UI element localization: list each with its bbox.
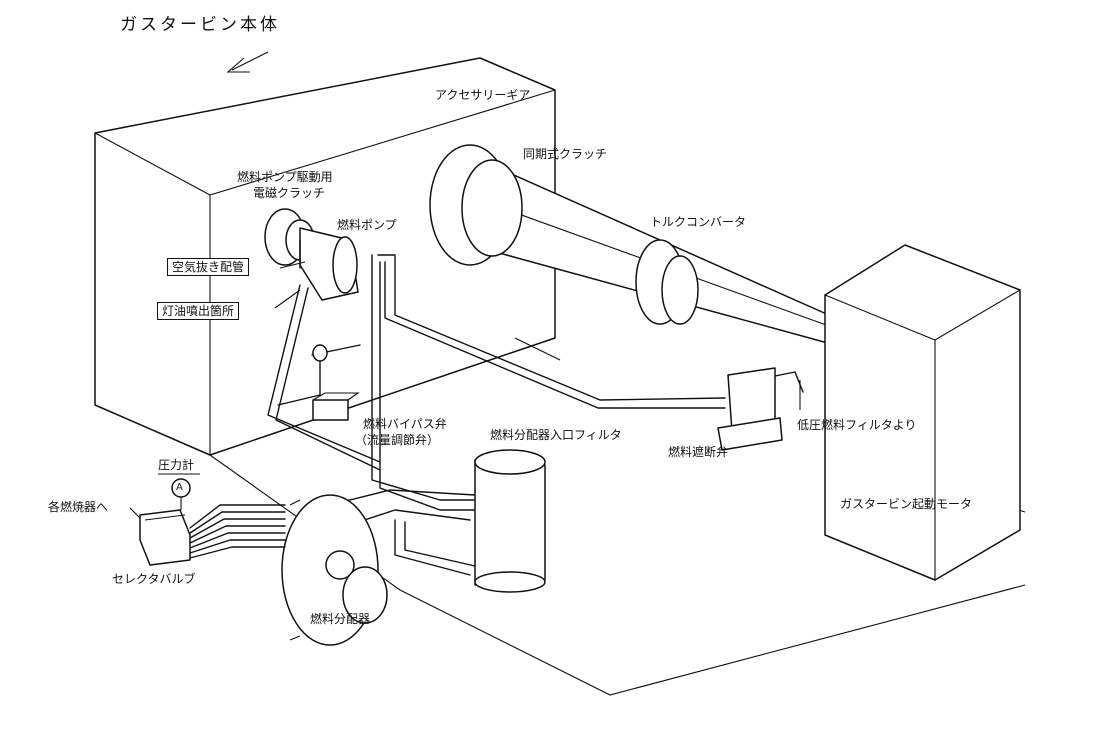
label-pressure-gauge: 圧力計 (158, 458, 195, 472)
starter-motor (824, 244, 1021, 581)
fuel-shutoff-valve (717, 367, 783, 451)
label-kerosene-outlet: 灯油噴出箇所 (157, 302, 240, 320)
label-bypass-valve-line2: （流量調節弁） (355, 433, 440, 447)
leader-lines (129, 261, 801, 519)
selector-valve (139, 509, 191, 566)
fuel-distributor (281, 494, 388, 646)
label-torque-converter: トルクコンバータ (650, 215, 747, 229)
label-sync-clutch: 同期式クラッチ (523, 147, 608, 161)
diagram-title: ガスタービン本体 (120, 15, 280, 35)
label-from-lp-filter: 低圧燃料フィルタより (797, 418, 917, 432)
torque-converter (635, 239, 699, 325)
pressure-gauge (158, 473, 200, 510)
label-fuel-shutoff-valve: 燃料遮断弁 (668, 445, 729, 459)
label-fuel-distributor: 燃料分配器 (310, 612, 371, 626)
label-gauge-symbol: A (176, 482, 183, 493)
label-air-vent-pipe: 空気抜き配管 (167, 258, 250, 276)
fuel-pump (299, 227, 359, 301)
label-distributor-inlet-filter: 燃料分配器入口フィルタ (490, 428, 622, 442)
sync-clutch (429, 144, 523, 266)
label-fuel-pump: 燃料ポンプ (337, 218, 397, 232)
label-starter-motor: ガスタービン起動モータ (840, 497, 973, 511)
fuel-piping (267, 239, 804, 576)
label-to-combustors: 各燃焼器へ (48, 500, 109, 514)
distributor-tubes (189, 504, 286, 559)
label-pump-clutch-line2: 電磁クラッチ (253, 186, 326, 200)
direction-arrow (226, 51, 269, 73)
label-selector-valve: セレクタバルブ (112, 572, 196, 586)
distributor-inlet-filter (474, 449, 546, 593)
label-pump-clutch-line1: 燃料ポンプ駆動用 (237, 170, 333, 184)
label-accessory-gear: アクセサリーギア (435, 88, 531, 102)
label-bypass-valve-line1: 燃料バイパス弁 (363, 417, 447, 431)
bypass-valve (312, 344, 360, 421)
